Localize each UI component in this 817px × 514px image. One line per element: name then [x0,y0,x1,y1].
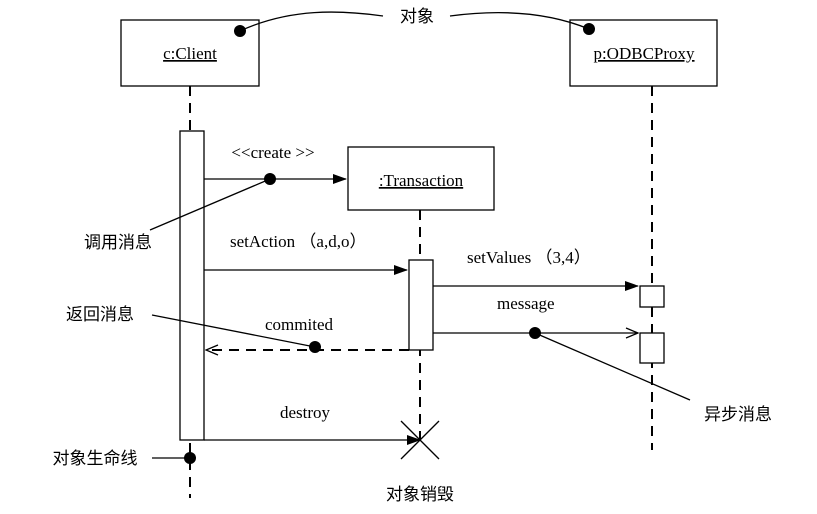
return-message-callout [151,314,316,348]
proxy-object-label: p:ODBCProxy [593,44,695,63]
client-activation-bar [179,130,205,441]
object-callout-dot-right [583,23,595,35]
object-callout-dot-left [234,25,246,37]
return-message-dot [309,341,321,353]
async-message-label: message [497,294,555,313]
destroy-message-label: destroy [280,403,331,422]
client-object-label: c:Client [163,44,217,63]
async-message-dot [529,327,541,339]
create-message-label: <<create >> [231,143,314,162]
proxy-object: p:ODBCProxy [569,19,718,87]
transaction-activation-bar [408,259,434,351]
object-destroy-annotation: 对象销毁 [386,485,454,505]
lifeline-dot [184,452,196,464]
lifeline-annotation: 对象生命线 [53,449,138,469]
destroy-marker [400,420,440,460]
object-callout-right [449,12,590,30]
call-message-callout [149,178,271,231]
return-message-annotation: 返回消息 [66,305,134,325]
async-message-annotation: 异步消息 [704,405,772,425]
call-message-annotation: 调用消息 [84,233,152,253]
object-callout-left [239,11,384,32]
object-annotation: 对象 [400,7,434,27]
transaction-object-label: :Transaction [379,171,464,190]
call-message-dot [264,173,276,185]
proxy-activation-bar-2 [639,332,665,364]
set-values-message-label: setValues （3,4） [467,248,591,267]
return-message-label: commited [265,315,333,334]
proxy-activation-bar-1 [639,285,665,308]
transaction-object: :Transaction [347,146,495,211]
async-message-callout [534,332,691,401]
set-action-message-label: setAction （a,d,o） [230,232,366,251]
